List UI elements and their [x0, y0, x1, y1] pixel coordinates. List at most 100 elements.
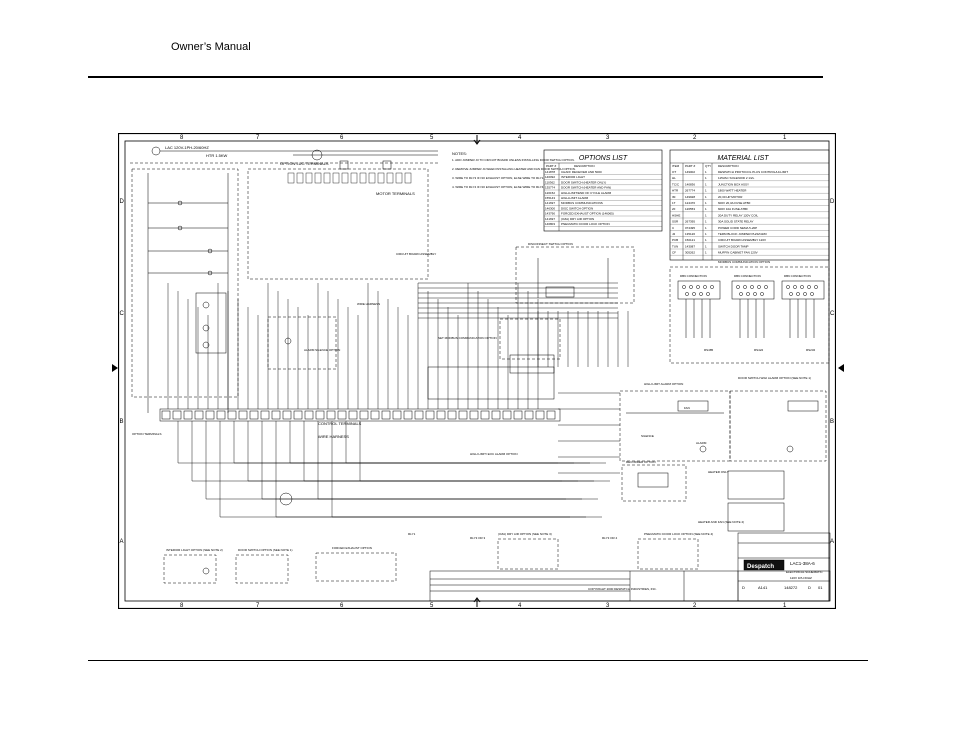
material-cell: TC/C — [672, 182, 680, 186]
control-terminal — [249, 410, 259, 420]
material-cell: HSHE — [672, 213, 680, 217]
material-cell: 074495 — [685, 226, 695, 230]
material-cell: 30A SOLID STATE RELAY — [718, 220, 754, 224]
title-block-drawing-no: A141 — [758, 585, 768, 590]
modbus-section — [669, 266, 830, 364]
title-block — [737, 532, 831, 602]
interior-light-label: INTERIOR LIGHT OPTION (SEE NOTE 2) — [166, 548, 223, 552]
dry-air-label: (OZA) DRY AIR OPTION (SEE NOTE 3) — [498, 532, 552, 536]
note-item: 1. ADD JUMPER J3 TO CIRCUIT BOARD UNLESS… — [452, 158, 575, 162]
material-cell: 1 — [705, 207, 707, 211]
circuit-board-label: CIRCUIT BOARD ASSEMBLY — [396, 252, 436, 256]
control-terminal — [436, 410, 446, 420]
material-cell: 143087 — [685, 244, 695, 248]
hi-limit-eoc-label: HIGH LIMIT/ EOC ALARM OPTION — [470, 452, 518, 456]
top-center-arrow — [473, 135, 481, 145]
material-cell: 135126 — [685, 232, 695, 236]
db9-pin — [764, 285, 768, 289]
options-row-desc: HIGH-LIMIT ALARM — [561, 196, 589, 200]
material-cell: 150121 — [685, 238, 695, 242]
fan-label-1: FAN — [684, 406, 690, 410]
rly1-label: RLY1 — [408, 532, 416, 536]
material-cell: 1 — [705, 189, 707, 193]
material-cell: OT — [672, 170, 676, 174]
wire — [331, 421, 602, 518]
modbus-comm-label: MODBUS COMMUNICATION OPTION — [718, 260, 770, 264]
wire — [317, 421, 598, 500]
alarm-silence-label: ALARM SILENCE OPTION — [304, 348, 340, 352]
options-row-part: 146803 — [545, 222, 555, 226]
control-terminal — [194, 410, 204, 420]
material-cell: J2 — [672, 232, 676, 236]
column-label-bottom: 2 — [693, 603, 697, 609]
terminal — [341, 172, 349, 184]
recorder-box — [621, 464, 687, 502]
material-cell: 1 — [705, 220, 707, 224]
column-label-bottom: 6 — [340, 603, 344, 609]
row-label-right: A — [830, 539, 834, 545]
title-block-sht: 01 — [818, 585, 823, 590]
control-terminal — [414, 410, 424, 420]
material-cell: SWITCH DOOR TAMP — [718, 244, 749, 248]
heater-only-label: HEATER ONLY — [708, 470, 729, 474]
material-cell: IM — [672, 195, 676, 199]
db9-pin — [685, 292, 689, 296]
row-label-right: C — [830, 311, 835, 317]
material-list-title: MATERIAL LIST — [717, 155, 769, 162]
terminal — [395, 172, 403, 184]
material-header: DESCRIPTION — [718, 164, 739, 168]
material-cell: SSR — [672, 220, 679, 224]
options-row-desc: HIGH-LIMIT/END OF CYCLE ALARM — [561, 191, 612, 195]
column-label: 1 — [783, 135, 787, 141]
row-label: C — [120, 311, 125, 317]
material-cell: 1T — [672, 201, 676, 205]
options-row-desc: FORCED EXHAUST OPTION (146065) — [561, 212, 614, 216]
db9-label-2: DB9 CONNECTION — [734, 274, 761, 278]
control-terminal — [370, 410, 380, 420]
control-terminal — [502, 410, 512, 420]
material-cell: CF — [672, 251, 676, 255]
material-cell: 267774 — [685, 189, 695, 193]
column-label-bottom: 7 — [256, 603, 260, 609]
control-terminal — [513, 410, 523, 420]
material-cell: 1 — [705, 170, 707, 174]
supply-section — [130, 146, 438, 398]
disconnect-switch-box — [515, 246, 635, 304]
control-terminal — [392, 410, 402, 420]
column-label: 8 — [180, 135, 184, 141]
material-cell: 600V 10A FUSE ATBF — [718, 207, 748, 211]
db9-pin — [814, 285, 818, 289]
db9-pin — [786, 285, 790, 289]
material-cell: 600V 20,3A FUSE ATBF — [718, 201, 751, 205]
note-item: 4. WIRE TO RLY4 IF NO EXHAUST OPTION, EL… — [452, 185, 544, 189]
column-label-bottom: 8 — [180, 603, 184, 609]
material-cell: C — [672, 226, 675, 230]
rs422-label: RS422 — [754, 348, 764, 352]
control-terminal — [271, 410, 281, 420]
door-switch-label: DOOR SWITCH OPTION (SEE NOTE 1) — [238, 548, 293, 552]
rly4-label: RLY3 OR 4 — [602, 536, 617, 540]
terminal — [377, 172, 385, 184]
control-terminal — [337, 410, 347, 420]
notes-title: NOTES: — [452, 151, 467, 156]
db9-label-3: DB9 CONNECTION — [784, 274, 811, 278]
control-terminal — [425, 410, 435, 420]
wire — [345, 421, 606, 464]
material-header: QTY — [705, 164, 711, 168]
copyright-label: COPYRIGHT 2000 DESPATCH INDUSTRIES, INC. — [588, 587, 657, 591]
control-terminal — [546, 410, 556, 420]
db9-pin — [789, 292, 793, 296]
db9-pin — [807, 285, 811, 289]
terminal — [314, 172, 322, 184]
material-cell: JUNCTION BOX ASSY — [718, 182, 749, 186]
options-row-part: 141697 — [545, 217, 555, 221]
db9-pin — [739, 292, 743, 296]
disconnect-label: DISCONNECT SWITCH OPTION — [528, 242, 573, 246]
options-row-desc: CHAFF RECEIVER AND 5000 — [561, 170, 602, 174]
options-row-desc: PNEUMATIC DOOR LOCK OPTION — [561, 222, 610, 226]
db9-pin — [760, 292, 764, 296]
material-cell: 1 — [705, 238, 707, 242]
row-label: D — [120, 199, 125, 205]
material-cell: 1 — [705, 232, 707, 236]
bottom-options — [163, 492, 699, 584]
